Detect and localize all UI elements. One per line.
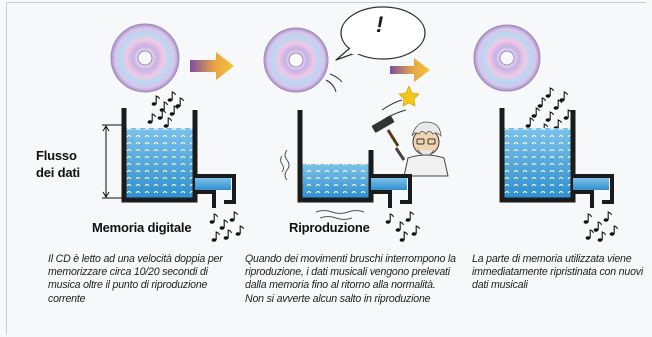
panel-3-refill <box>473 24 619 243</box>
star-icon <box>398 85 420 107</box>
cd-disc-3 <box>473 24 541 92</box>
panel-2-shock <box>263 6 449 243</box>
notes-stream-out-3 <box>583 211 619 243</box>
panel-1-streaming <box>102 23 245 243</box>
flow-dimension-line <box>102 124 122 199</box>
caption-middle: Quando dei movimenti bruschi interrompon… <box>245 253 456 305</box>
notes-stream-in-1 <box>147 91 185 129</box>
caption-left: Il CD è letto ad una velocità doppia per… <box>48 253 223 305</box>
playback-label: Riproduzione <box>289 220 370 235</box>
memory-tank-2 <box>297 110 412 208</box>
frame-left-border <box>6 2 7 335</box>
notes-stream-out-2 <box>385 211 421 243</box>
caption-right: La parte di memoria utilizzata viene imm… <box>472 253 644 292</box>
memory-tank-1 <box>121 108 236 208</box>
frame-top-border <box>6 2 646 3</box>
shake-lines <box>280 149 365 220</box>
impact-lines <box>381 99 407 119</box>
memory-label: Memoria digitale <box>92 220 192 235</box>
arrow-2 <box>390 58 430 82</box>
exclamation-mark: ! <box>376 12 384 37</box>
speech-bubble <box>335 6 426 61</box>
hammer-man-icon <box>371 115 449 177</box>
notes-stream-in-3 <box>525 87 573 135</box>
notes-stream-out-1 <box>209 211 245 243</box>
cd-disc-1 <box>110 23 180 93</box>
arrow-1 <box>190 52 234 80</box>
cd-disc-2 <box>263 27 343 93</box>
memory-tank-3 <box>499 108 614 208</box>
flow-label: Flusso dei dati <box>36 148 80 180</box>
